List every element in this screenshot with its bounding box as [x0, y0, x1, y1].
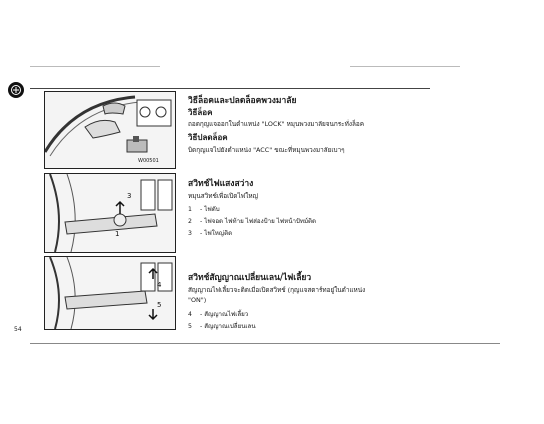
steering-lock-illustration [45, 92, 175, 168]
light-item-number: 2 [188, 218, 192, 225]
figure-code-label: W00501 [138, 158, 159, 164]
page-number: 54 [14, 326, 22, 333]
light-item-3: 3 - ไฟใหญ่ติด [188, 228, 232, 238]
light-item-text: ไฟดับ [204, 206, 220, 213]
signal-item-number: 5 [188, 323, 192, 330]
signal-item-number: 4 [188, 311, 192, 318]
light-item-1: 1 - ไฟดับ [188, 204, 220, 214]
signal-intro-line1: สัญญาณไฟเลี้ยวจะติดเมื่อเปิดสวิทช์ (กุญแ… [188, 286, 366, 294]
signal-item-text: สัญญาณเปลี่ยนเลน [204, 323, 256, 330]
signal-item-dash: - [200, 323, 203, 330]
signal-item-4: 4 - สัญญาณไฟเลี้ยว [188, 309, 248, 319]
unlock-heading: วิธีปลดล็อค [188, 133, 228, 142]
light-section-title: สวิทช์ไฟแสงสว่าง [188, 179, 254, 189]
light-item-text: ไฟใหญ่ติด [204, 230, 233, 237]
light-switch-illustration: 3 1 [45, 174, 175, 252]
light-intro: หมุนสวิทช์เพื่อเปิดไฟใหญ่ [188, 192, 258, 200]
light-item-number: 3 [188, 230, 192, 237]
signal-item-dash: - [200, 311, 203, 318]
bottom-rule [30, 343, 500, 344]
lock-heading: วิธีล็อค [188, 108, 213, 117]
svg-text:3: 3 [127, 192, 131, 200]
light-item-dash: - [200, 230, 203, 237]
scan-line-top-left [30, 66, 160, 67]
svg-text:5: 5 [157, 301, 161, 309]
signal-item-5: 5 - สัญญาณเปลี่ยนเลน [188, 321, 256, 331]
light-item-2: 2 - ไฟจอด ไฟท้าย ไฟส่องป้าย ไฟหน้าปัทม์ติ… [188, 216, 316, 226]
signal-section-title: สวิทช์สัญญาณเปลี่ยนเลน/ไฟเลี้ยว [188, 273, 312, 283]
figure-light-switch: 3 1 [44, 173, 176, 253]
light-item-dash: - [200, 206, 203, 213]
ignition-section-title: วิธีล็อคและปลดล็อคพวงมาลัย [188, 96, 297, 106]
figure-steering-lock [44, 91, 176, 169]
signal-item-text: สัญญาณไฟเลี้ยว [204, 311, 249, 318]
brand-emblem-glyph [11, 85, 21, 95]
signal-intro-line2: "ON") [188, 296, 207, 304]
svg-text:1: 1 [115, 230, 119, 238]
light-item-dash: - [200, 218, 203, 225]
scan-line-top-right [350, 66, 460, 67]
top-rule [30, 88, 430, 89]
turn-signal-illustration: 4 5 [45, 257, 175, 329]
light-item-text: ไฟจอด ไฟท้าย ไฟส่องป้าย ไฟหน้าปัทม์ติด [204, 218, 317, 225]
brand-emblem-icon [8, 82, 24, 98]
unlock-instruction: บิดกุญแจไปยังตำแหน่ง "ACC" ขณะที่หมุนพวง… [188, 146, 345, 154]
lock-instruction: ถอดกุญแจออกในตำแหน่ง "LOCK" หมุนพวงมาลัย… [188, 120, 364, 128]
svg-text:4: 4 [157, 281, 162, 289]
light-item-number: 1 [188, 206, 192, 213]
figure-turn-signal: 4 5 [44, 256, 176, 330]
